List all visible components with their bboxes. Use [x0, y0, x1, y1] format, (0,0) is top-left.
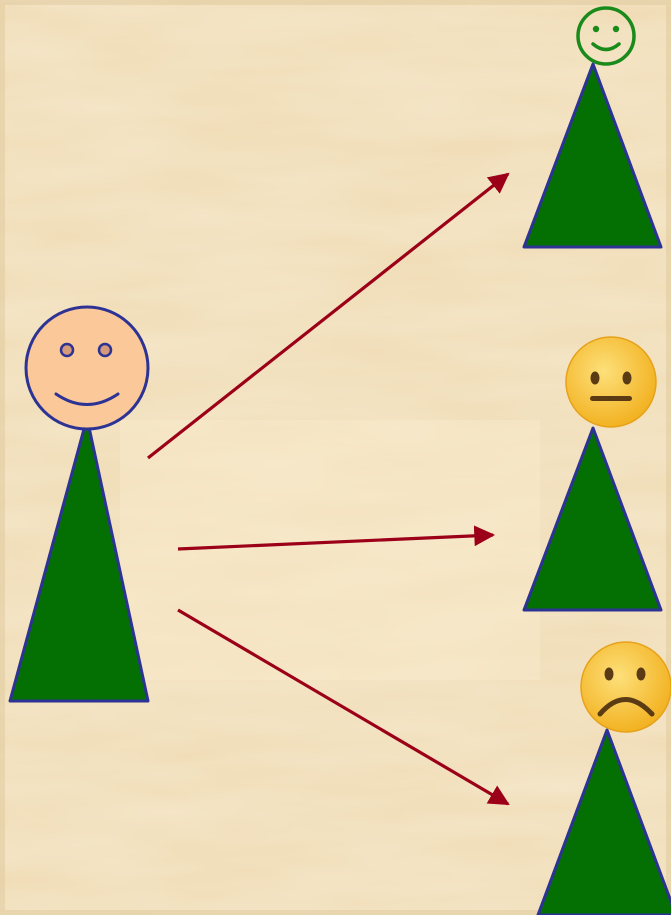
neutral-face-icon — [566, 337, 656, 427]
frowning-face-icon — [581, 642, 671, 732]
smiling-face-icon — [26, 307, 148, 429]
